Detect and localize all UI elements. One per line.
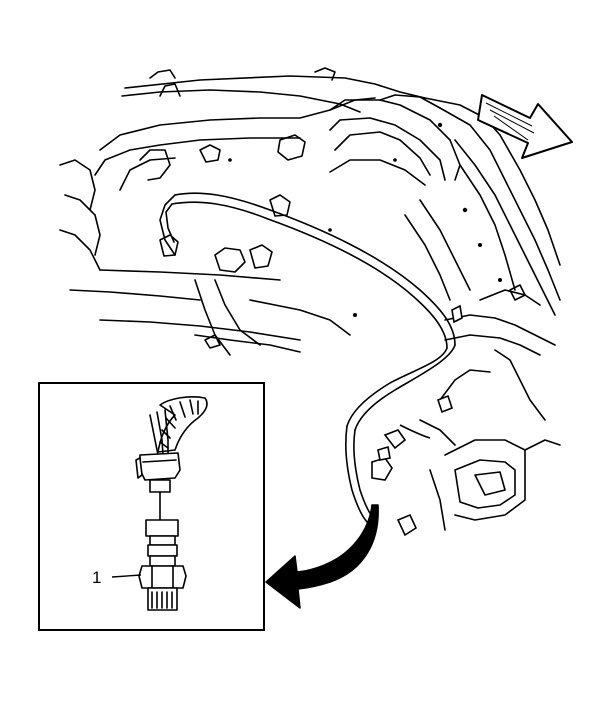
- body-structure: [59, 67, 561, 531]
- direction-arrow-icon: [477, 94, 573, 159]
- mounting-holes: [228, 122, 502, 317]
- callout-1-leader: [111, 574, 142, 578]
- curved-arrow-icon: [265, 504, 379, 609]
- pressure-switch-installed: [371, 304, 463, 537]
- callout-1-label: 1: [92, 568, 101, 587]
- pressure-switch-detail: [135, 396, 208, 611]
